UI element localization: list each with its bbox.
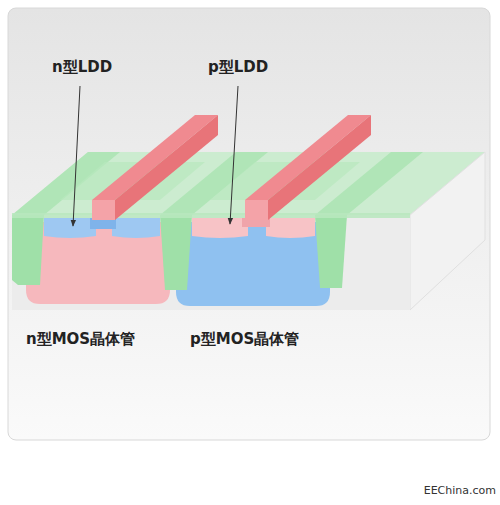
sti: [160, 215, 192, 290]
side-face: [410, 152, 485, 310]
gate-side: [268, 115, 371, 220]
leader-line: [230, 86, 238, 224]
p-drain: [266, 218, 315, 238]
gate-top: [245, 115, 371, 200]
p-source: [192, 218, 248, 238]
watermark: EEChina.com: [424, 484, 496, 497]
n-gate: [92, 200, 115, 220]
gate-side: [115, 115, 218, 220]
n-drain: [112, 218, 160, 238]
transistor-label: n型MOS晶体管: [26, 330, 135, 348]
oxide-layer: [12, 213, 410, 218]
p-gate: [245, 200, 268, 220]
leader-line: [73, 86, 80, 226]
ldd-label: p型LDD: [208, 58, 268, 76]
background-panel: [8, 8, 490, 440]
substrate: [12, 215, 410, 310]
gate-top: [92, 115, 218, 200]
sti: [12, 215, 44, 285]
ldd-label: n型LDD: [52, 58, 112, 76]
n-source: [44, 218, 96, 238]
sti: [315, 215, 347, 288]
transistor-label: p型MOS晶体管: [190, 330, 299, 348]
